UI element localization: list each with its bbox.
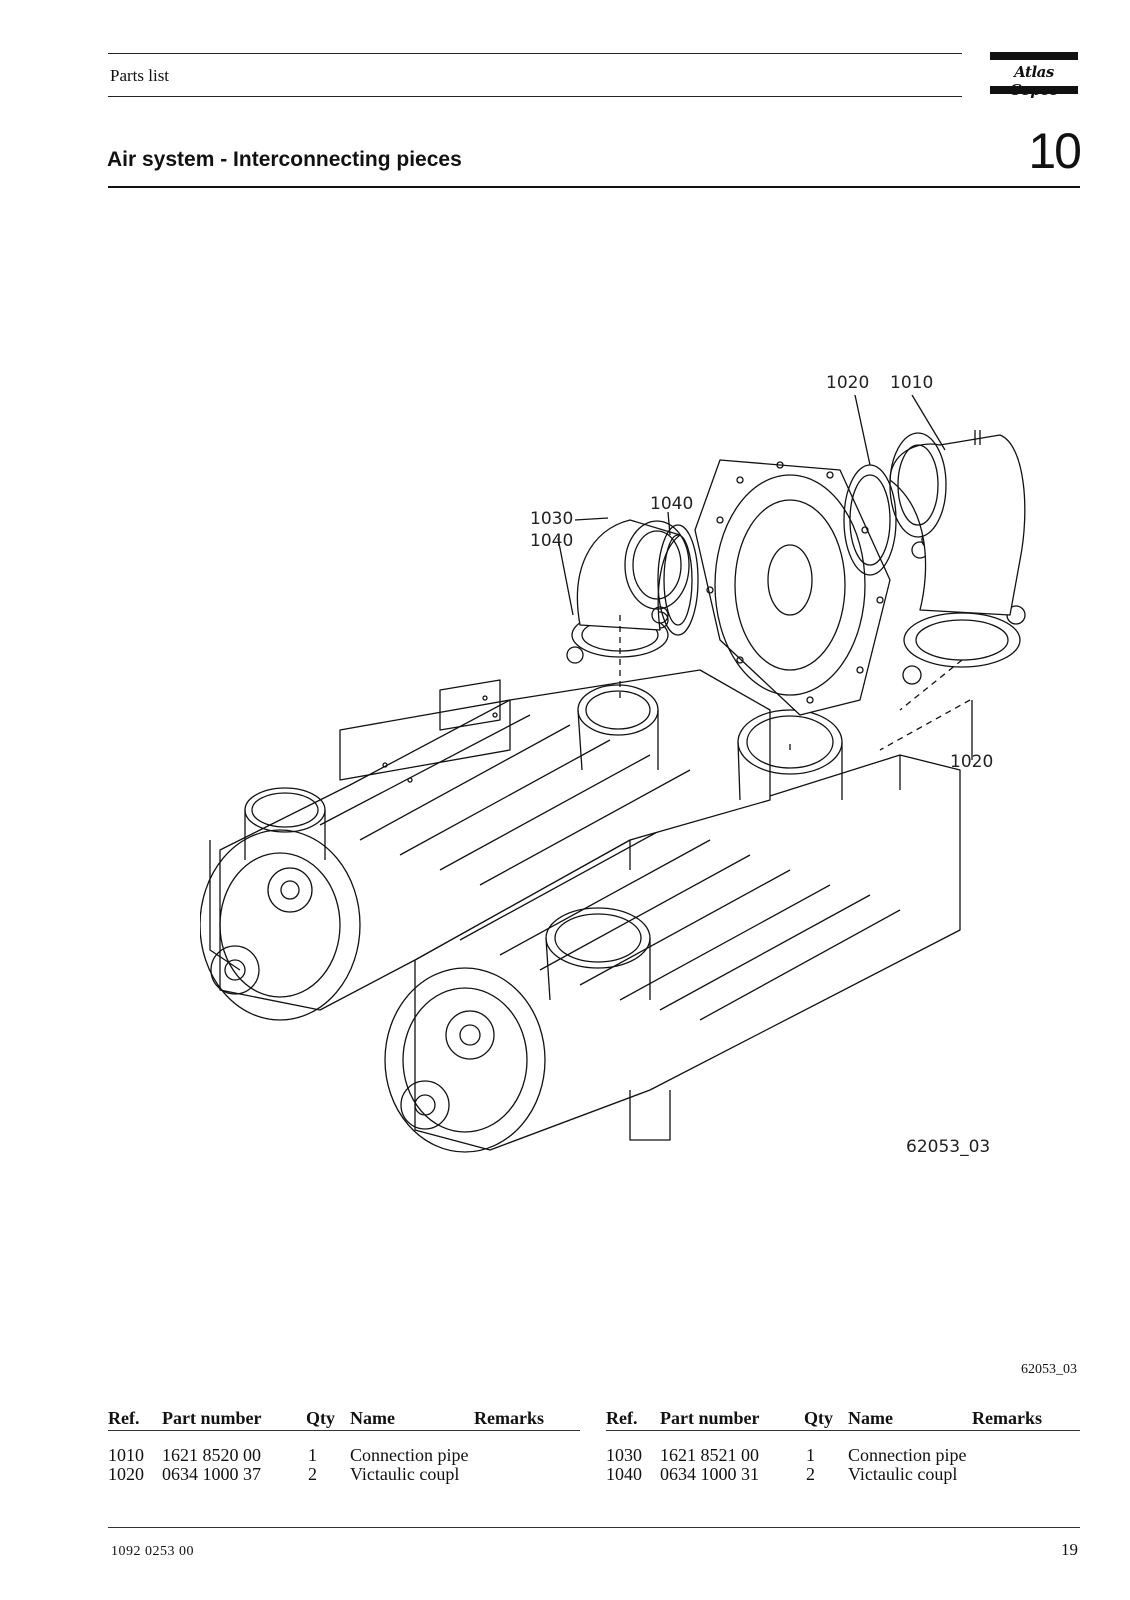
header-part-number: Part number xyxy=(162,1408,262,1428)
header-remarks: Remarks xyxy=(474,1408,544,1428)
header-part-number: Part number xyxy=(660,1408,760,1428)
cell-qty: 2 xyxy=(806,1464,815,1484)
header-name: Name xyxy=(848,1408,893,1428)
parts-table-left: Ref. Part number Qty Name Remarks 1010 1… xyxy=(108,1408,580,1484)
header-rule-bottom xyxy=(108,96,962,97)
table-row: 1010 1621 8520 00 1 Connection pipe xyxy=(108,1445,580,1465)
callout-1010: 1010 xyxy=(890,373,934,393)
callout-1030: 1030 xyxy=(530,509,574,529)
cell-name: Victaulic coupl xyxy=(848,1464,958,1484)
cell-ref: 1030 xyxy=(606,1445,642,1465)
compressor-line-art xyxy=(199,394,1026,1153)
logo-bar-top xyxy=(990,52,1078,60)
cell-part-number: 1621 8521 00 xyxy=(660,1445,759,1465)
cell-part-number: 1621 8520 00 xyxy=(162,1445,261,1465)
cell-ref: 1020 xyxy=(108,1464,144,1484)
section-number: 10 xyxy=(1028,123,1082,179)
atlas-copco-logo: Atlas Copco xyxy=(990,52,1078,99)
table-row: 1040 0634 1000 31 2 Victaulic coupl xyxy=(606,1464,1080,1484)
footer-rule xyxy=(108,1527,1080,1528)
callout-1020-top: 1020 xyxy=(826,373,870,393)
page-number: 19 xyxy=(1061,1540,1078,1559)
header-ref: Ref. xyxy=(606,1408,638,1428)
header-rule-top xyxy=(108,53,962,54)
cell-part-number: 0634 1000 31 xyxy=(660,1464,759,1484)
logo-bar-bottom xyxy=(990,86,1078,94)
header-name: Name xyxy=(350,1408,395,1428)
figure-reference: 62053_03 xyxy=(1021,1362,1077,1377)
title-rule xyxy=(108,186,1080,188)
drawing-id: 62053_03 xyxy=(906,1137,991,1157)
header-ref: Ref. xyxy=(108,1408,140,1428)
cell-ref: 1010 xyxy=(108,1445,144,1465)
table-row: 1020 0634 1000 37 2 Victaulic coupl xyxy=(108,1464,580,1484)
callout-1040-top: 1040 xyxy=(650,494,694,514)
document-number: 1092 0253 00 xyxy=(111,1544,194,1559)
cell-qty: 2 xyxy=(308,1464,317,1484)
header-qty: Qty xyxy=(306,1408,335,1428)
cell-part-number: 0634 1000 37 xyxy=(162,1464,261,1484)
callout-1020-bottom: 1020 xyxy=(950,752,994,772)
cell-name: Victaulic coupl xyxy=(350,1464,460,1484)
exploded-view-drawing xyxy=(199,370,1080,1190)
table-row: 1030 1621 8521 00 1 Connection pipe xyxy=(606,1445,1080,1465)
document-type: Parts list xyxy=(110,66,170,85)
section-title: Air system - Interconnecting pieces xyxy=(107,148,462,171)
cell-qty: 1 xyxy=(308,1445,317,1465)
callout-1040-left: 1040 xyxy=(530,531,574,551)
header-remarks: Remarks xyxy=(972,1408,1042,1428)
table-header: Ref. Part number Qty Name Remarks xyxy=(606,1408,1080,1431)
header-qty: Qty xyxy=(804,1408,833,1428)
parts-table-right: Ref. Part number Qty Name Remarks 1030 1… xyxy=(606,1408,1080,1484)
table-header: Ref. Part number Qty Name Remarks xyxy=(108,1408,580,1431)
cell-ref: 1040 xyxy=(606,1464,642,1484)
cell-qty: 1 xyxy=(806,1445,815,1465)
cell-name: Connection pipe xyxy=(350,1445,469,1465)
cell-name: Connection pipe xyxy=(848,1445,967,1465)
